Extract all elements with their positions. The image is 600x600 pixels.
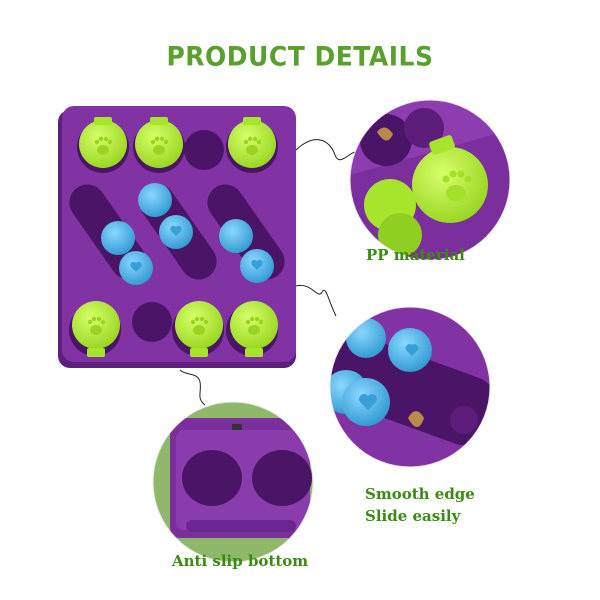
zoom-smooth-edge: [330, 307, 490, 467]
top-row: [77, 117, 278, 173]
paw-print-icon: [150, 136, 169, 155]
lid[interactable]: [230, 301, 278, 357]
heart-icon: [130, 225, 263, 272]
sliders[interactable]: [101, 183, 274, 285]
lid[interactable]: [135, 117, 183, 168]
zoom-anti-slip: [153, 402, 313, 562]
paw-print-icon: [190, 316, 209, 335]
lid[interactable]: [228, 117, 276, 168]
zoom-pp-material: [350, 100, 510, 260]
heart-icon: [359, 344, 419, 410]
label-slide-easily: Slide easily: [365, 507, 461, 525]
paw-print-icon: [245, 316, 264, 335]
lid[interactable]: [72, 301, 120, 357]
puzzle-board: [58, 106, 296, 368]
paw-print-icon: [94, 136, 113, 155]
paw-print-icon: [87, 316, 106, 335]
label-pp-material: PP material: [366, 246, 465, 264]
lid[interactable]: [175, 301, 223, 357]
page-title: PRODUCT DETAILS: [166, 41, 434, 72]
paw-print-icon: [243, 136, 262, 155]
bottom-row: [69, 301, 278, 357]
label-smooth-edge: Smooth edge: [365, 485, 475, 503]
zoom-circles: [152, 99, 511, 563]
lid[interactable]: [79, 117, 127, 168]
label-anti-slip: Anti slip bottom: [172, 552, 309, 570]
paw-print-icon: [442, 170, 472, 201]
connector-lines: [179, 139, 359, 406]
